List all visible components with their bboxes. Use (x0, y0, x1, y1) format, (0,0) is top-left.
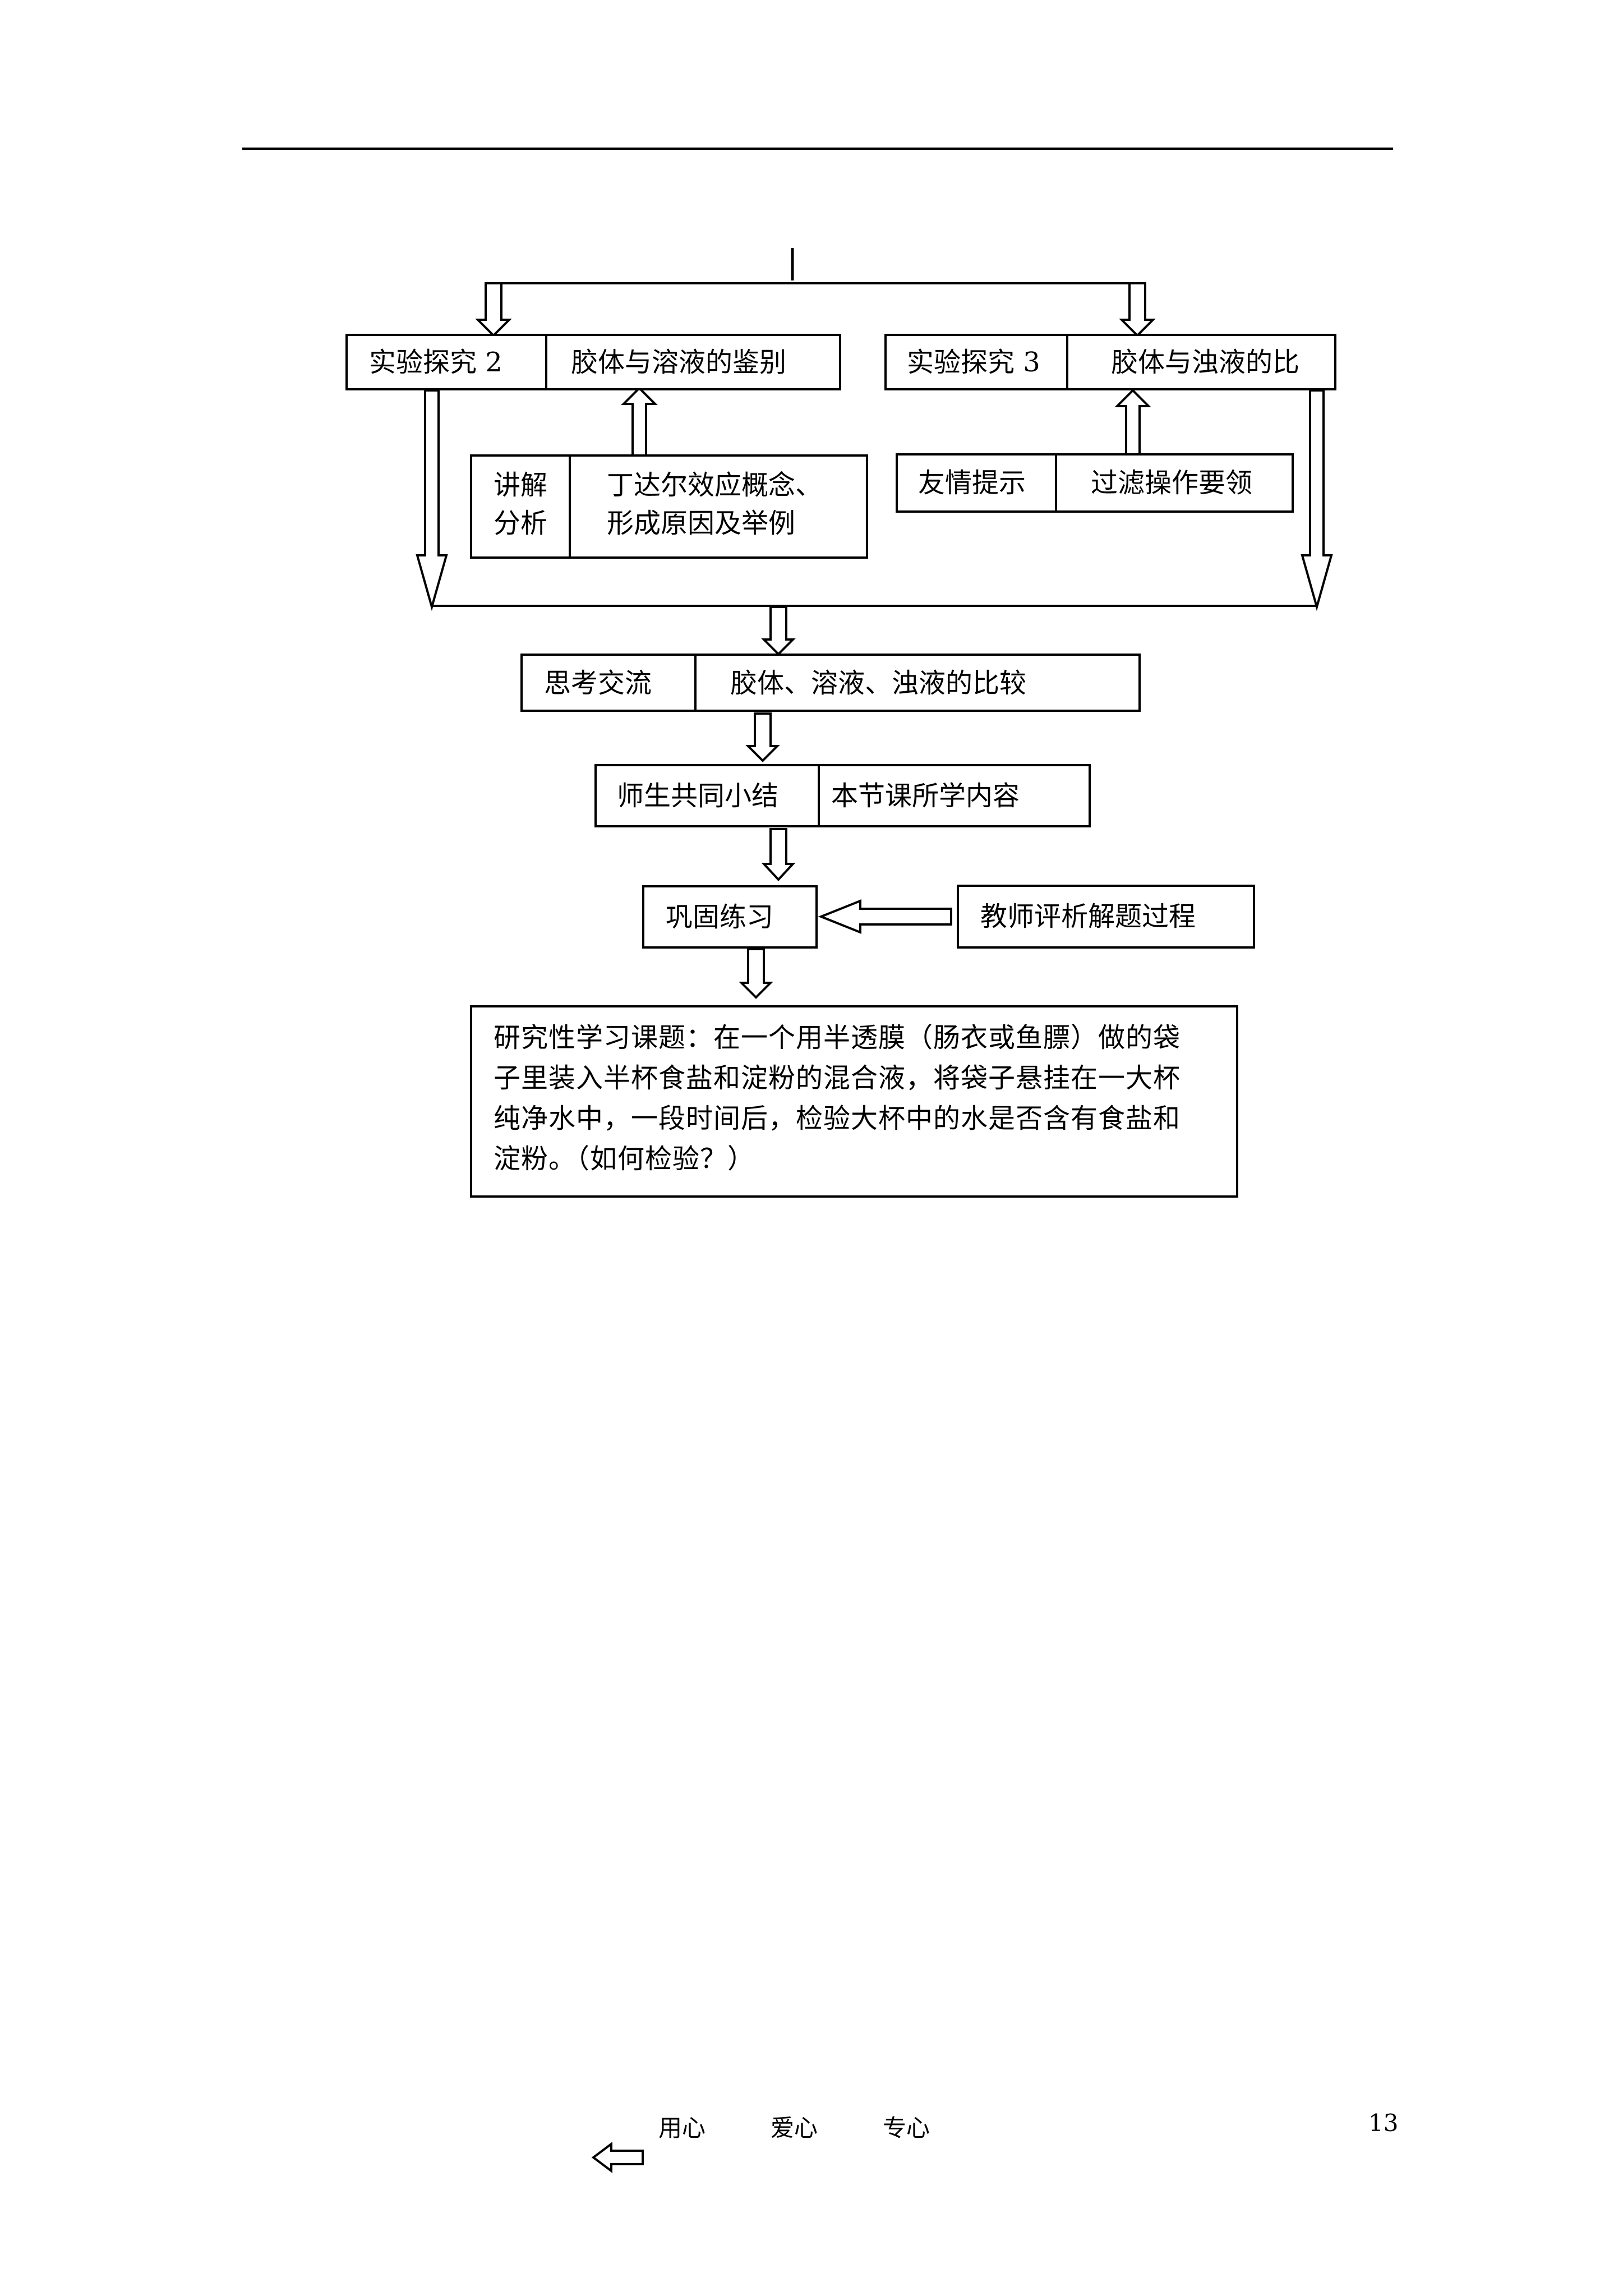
summary-label: 师生共同小结 (617, 780, 779, 812)
box-divider (569, 457, 571, 556)
exp3-content: 胶体与浊液的比 (1111, 347, 1300, 378)
box-divider (818, 766, 820, 825)
arrow-left-icon (591, 2142, 644, 2173)
footer-motto-2: 爱心 (771, 2114, 818, 2142)
tip-box: 友情提示 过滤操作要领 (896, 453, 1294, 513)
practice-box: 巩固练习 (642, 885, 818, 949)
exp2-label: 实验探究 2 (369, 347, 502, 378)
exp3-label: 实验探究 3 (907, 347, 1040, 378)
teacher-box: 教师评析解题过程 (957, 885, 1255, 949)
arrow-down-icon (739, 948, 773, 999)
discuss-content: 胶体、溶液、浊液的比较 (730, 668, 1027, 699)
explain-content-line1: 丁达尔效应概念、 (607, 470, 823, 501)
arrow-down-icon (475, 282, 512, 337)
summary-box: 师生共同小结 本节课所学内容 (594, 764, 1091, 827)
arrow-down-icon (1119, 282, 1156, 337)
box-divider (694, 656, 697, 710)
arrow-down-icon (761, 606, 796, 656)
teacher-label: 教师评析解题过程 (980, 901, 1196, 932)
page-number: 13 (1368, 2109, 1399, 2137)
box-divider (1055, 455, 1057, 510)
arrow-down-icon (416, 389, 448, 611)
footer-motto-3: 专心 (883, 2114, 930, 2142)
arrow-up-icon (1114, 389, 1151, 455)
arrow-up-icon (621, 386, 658, 457)
box-divider (545, 336, 547, 388)
arrow-left-icon (818, 899, 952, 934)
explain-content-line2: 形成原因及举例 (607, 508, 796, 539)
exp2-content: 胶体与溶液的鉴别 (571, 347, 787, 378)
explain-label-line1: 讲解 (494, 470, 548, 501)
box-divider (1066, 336, 1068, 388)
arrow-down-icon (761, 828, 796, 881)
footer-motto-1: 用心 (658, 2114, 706, 2142)
research-line1: 研究性学习课题：在一个用半透膜（肠衣或鱼膘）做的袋 (494, 1022, 1181, 1053)
tip-content: 过滤操作要领 (1091, 467, 1253, 499)
summary-content: 本节课所学内容 (831, 780, 1020, 812)
arrow-down-icon (745, 712, 780, 762)
research-line2: 子里装入半杯食盐和淀粉的混合液，将袋子悬挂在一大杯 (494, 1062, 1181, 1094)
explain-box: 讲解 分析 丁达尔效应概念、 形成原因及举例 (470, 454, 868, 559)
exp3-box: 实验探究 3 胶体与浊液的比 (884, 334, 1336, 390)
practice-label: 巩固练习 (666, 901, 774, 933)
arrow-down-icon (1301, 389, 1333, 611)
research-box: 研究性学习课题：在一个用半透膜（肠衣或鱼膘）做的袋 子里装入半杯食盐和淀粉的混合… (470, 1005, 1238, 1198)
research-line3: 纯净水中，一段时间后，检验大杯中的水是否含有食盐和 (494, 1103, 1181, 1134)
explain-label-line2: 分析 (494, 508, 548, 539)
exp2-box: 实验探究 2 胶体与溶液的鉴别 (345, 334, 841, 390)
discuss-box: 思考交流 胶体、溶液、浊液的比较 (520, 654, 1141, 712)
tip-label: 友情提示 (918, 467, 1026, 499)
discuss-label: 思考交流 (544, 668, 652, 699)
research-line4: 淀粉。（如何检验？） (494, 1143, 755, 1175)
